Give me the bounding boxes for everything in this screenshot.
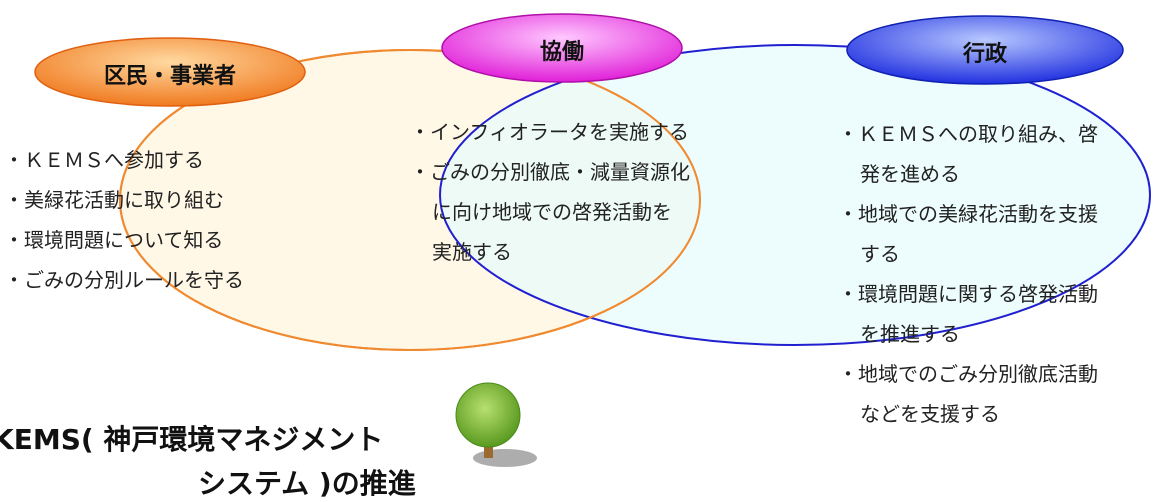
list-item: を推進する <box>860 322 960 346</box>
admin-list: ・ＫＥＭＳへの取り組み、啓 発を進める ・地域での美緑花活動を支援 する ・環境… <box>838 114 1098 434</box>
list-item: 発を進める <box>860 162 960 186</box>
list-item: ・ごみの分別徹底・減量資源化 <box>410 160 690 184</box>
list-item: ・インフィオラータを実施する <box>410 120 689 144</box>
kems-title-line1: KEMS( 神戸環境マネジメント <box>0 423 384 456</box>
list-item: ・美緑花活動に取り組む <box>4 188 224 212</box>
list-item: ・ＫＥＭＳへ参加する <box>4 148 204 172</box>
collab-label: 協働 <box>539 40 584 65</box>
list-item: などを支援する <box>860 402 1000 426</box>
admin-ellipse <box>439 44 1151 346</box>
citizens-label: 区民・事業者 <box>103 64 236 89</box>
citizens-list: ・ＫＥＭＳへ参加する ・美緑花活動に取り組む ・環境問題について知る ・ごみの分… <box>4 140 244 300</box>
admin-label-bubble <box>846 15 1124 85</box>
collab-list: ・インフィオラータを実施する ・ごみの分別徹底・減量資源化 に向け地域での啓発活… <box>410 112 690 272</box>
list-item: ・地域でのごみ分別徹底活動 <box>838 362 1098 386</box>
citizens-label-bubble <box>34 37 306 107</box>
tree-icon <box>455 382 537 467</box>
list-item: に向け地域での啓発活動を <box>432 200 672 224</box>
list-item: ・地域での美緑花活動を支援 <box>838 202 1098 226</box>
admin-label: 行政 <box>962 42 1007 67</box>
collab-label-bubble <box>441 13 683 83</box>
venn-diagram <box>34 13 1151 467</box>
list-item: ・ＫＥＭＳへの取り組み、啓 <box>838 122 1098 146</box>
list-item: する <box>860 242 900 266</box>
list-item: ・環境問題について知る <box>4 228 224 252</box>
kems-title-line2: システム )の推進 <box>198 467 416 500</box>
list-item: ・環境問題に関する啓発活動 <box>838 282 1098 306</box>
list-item: 実施する <box>432 240 512 264</box>
list-item: ・ごみの分別ルールを守る <box>4 268 244 292</box>
